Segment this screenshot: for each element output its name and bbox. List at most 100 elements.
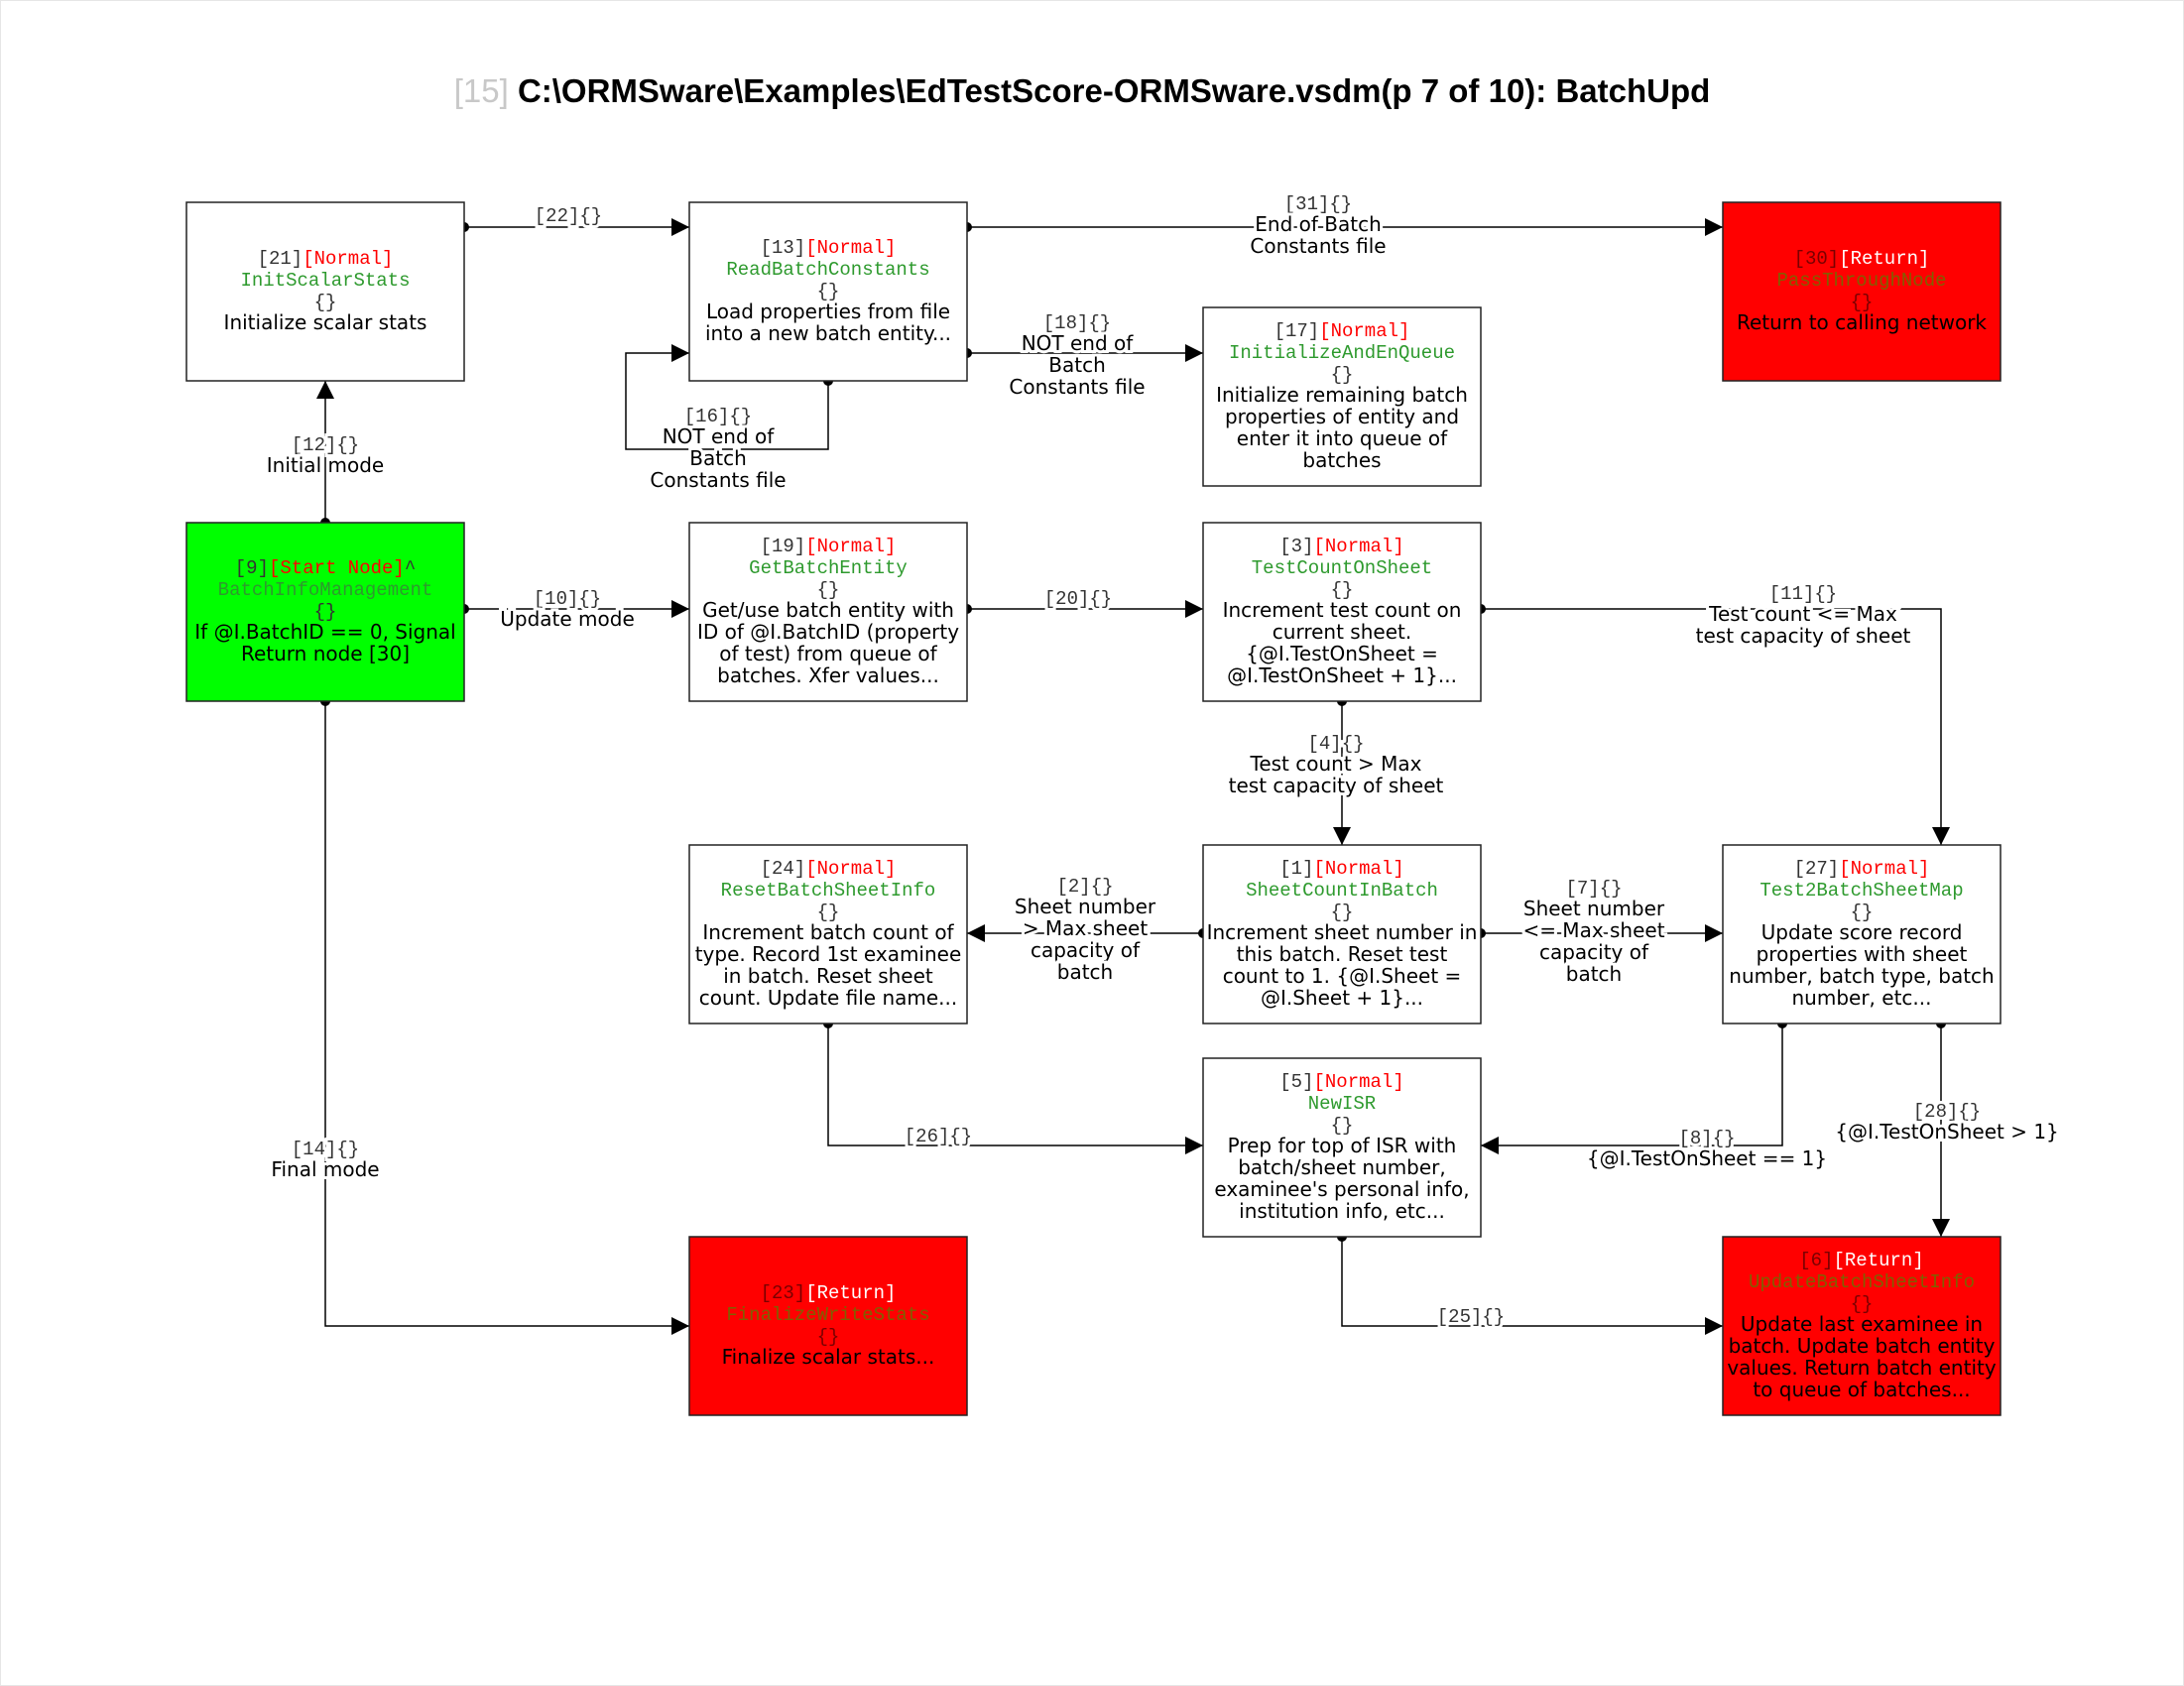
edge-line[interactable]	[1481, 608, 1950, 845]
node-box[interactable]	[688, 201, 968, 382]
edge-14[interactable]	[320, 696, 689, 1335]
node-name: InitializeAndEnQueue	[1229, 342, 1455, 364]
node-header: [13][Normal]	[761, 237, 897, 259]
node-header: [21][Normal]	[258, 248, 394, 270]
node-box[interactable]	[1202, 522, 1482, 702]
node-header: [19][Normal]	[761, 536, 897, 557]
edge-condition-text: Constants file	[1250, 234, 1386, 258]
edge-condition-text: NOT end of	[663, 424, 776, 448]
edge-label-31: [31]{}End of BatchConstants file	[1247, 190, 1389, 261]
edge-id-text: [18]{}	[1043, 312, 1111, 334]
node-type: [Return]	[1834, 1250, 1924, 1271]
edge-line[interactable]	[625, 344, 829, 450]
node-box[interactable]	[185, 201, 465, 382]
node-box[interactable]	[1722, 1236, 2002, 1416]
node-id: [27]	[1794, 858, 1840, 880]
edge-8[interactable]	[1481, 1019, 1787, 1154]
node-30[interactable]: [30][Return]PassThroughNode{}Return to c…	[1722, 201, 2002, 382]
node-6[interactable]: [6][Return]UpdateBatchSheetInfo{}Update …	[1722, 1236, 2002, 1416]
edge-label-22: [22]{}	[532, 202, 605, 230]
node-box[interactable]	[688, 844, 968, 1024]
node-9[interactable]: [9][Start Node]^BatchInfoManagement{}If …	[185, 522, 465, 702]
edge-braces: {}	[1600, 878, 1623, 900]
edge-id: [14]	[292, 1139, 337, 1160]
node-type: [Start Node]	[269, 557, 405, 579]
node-description: properties of entity and	[1225, 405, 1459, 428]
node-header: [24][Normal]	[761, 858, 897, 880]
edge-braces: {}	[1342, 733, 1365, 755]
node-braces: {}	[1331, 364, 1354, 386]
node-21[interactable]: [21][Normal]InitScalarStats{}Initialize …	[185, 201, 465, 382]
node-24[interactable]: [24][Normal]ResetBatchSheetInfo{}Increme…	[688, 844, 968, 1024]
node-27[interactable]: [27][Normal]Test2BatchSheetMap{}Update s…	[1722, 844, 2002, 1024]
edge-line[interactable]	[324, 701, 689, 1335]
node-box[interactable]	[1202, 1057, 1482, 1238]
edge-id-text: [4]{}	[1307, 733, 1364, 755]
node-box[interactable]	[688, 522, 968, 702]
node-description: Increment batch count of	[702, 920, 954, 944]
node-1[interactable]: [1][Normal]SheetCountInBatch{}Increment …	[1202, 844, 1482, 1024]
node-description: institution info, etc...	[1239, 1199, 1445, 1223]
edge-line[interactable]	[827, 1024, 1203, 1154]
node-description: count to 1. {@I.Sheet =	[1223, 964, 1462, 988]
edge-id-text: [16]{}	[684, 406, 752, 427]
edge-condition-text: Test count <= Max	[1708, 602, 1897, 626]
node-23[interactable]: [23][Return]FinalizeWriteStats{}Finalize…	[688, 1236, 968, 1416]
node-box[interactable]	[1722, 844, 2002, 1024]
node-id: [21]	[258, 248, 303, 270]
node-braces: {}	[1331, 579, 1354, 601]
edge-25[interactable]	[1337, 1232, 1723, 1335]
edge-braces: {}	[579, 205, 602, 227]
node-17[interactable]: [17][Normal]InitializeAndEnQueue{}Initia…	[1202, 306, 1482, 487]
node-name: BatchInfoManagement	[218, 579, 433, 601]
node-description: batches	[1302, 448, 1381, 472]
edge-id: [22]	[535, 205, 580, 227]
edge-condition-text: batch	[1566, 962, 1622, 986]
node-id: [19]	[761, 536, 806, 557]
node-type: [Normal]	[805, 858, 896, 880]
edge-id-text: [28]{}	[1913, 1101, 1981, 1123]
node-type: [Normal]	[805, 536, 896, 557]
edge-condition-text: Batch	[689, 446, 747, 470]
node-description: Increment sheet number in	[1207, 920, 1478, 944]
node-id: [9]	[235, 557, 269, 579]
node-description: Return to calling network	[1737, 310, 1987, 334]
node-box[interactable]	[688, 1236, 968, 1416]
node-name: GetBatchEntity	[749, 557, 908, 579]
edge-label-14: [14]{}Final mode	[268, 1136, 382, 1184]
edge-condition-text: Constants file	[1009, 375, 1145, 399]
node-description: current sheet.	[1273, 620, 1411, 644]
edge-id: [18]	[1043, 312, 1089, 334]
edge-26[interactable]	[823, 1019, 1203, 1154]
node-braces: {}	[817, 579, 840, 601]
edge-id-text: [14]{}	[292, 1139, 359, 1160]
node-id: [13]	[761, 237, 806, 259]
edge-line[interactable]	[1341, 1237, 1723, 1335]
edge-line[interactable]	[1481, 1024, 1783, 1154]
node-description: this batch. Reset test	[1237, 942, 1448, 966]
node-3[interactable]: [3][Normal]TestCountOnSheet{}Increment t…	[1202, 522, 1482, 702]
node-19[interactable]: [19][Normal]GetBatchEntity{}Get/use batc…	[688, 522, 968, 702]
node-box[interactable]	[1722, 201, 2002, 382]
node-description: Update score record	[1761, 920, 1963, 944]
node-header: [6][Return]	[1799, 1250, 1923, 1271]
edge-id: [26]	[905, 1126, 950, 1147]
edge-id-text: [7]{}	[1565, 878, 1622, 900]
node-description: Return node [30]	[241, 642, 410, 665]
node-box[interactable]	[1202, 306, 1482, 487]
node-type: [Normal]	[1314, 858, 1404, 880]
edge-condition-text: Update mode	[500, 607, 635, 631]
node-description: into a new batch entity...	[705, 321, 951, 345]
node-13[interactable]: [13][Normal]ReadBatchConstants{}Load pro…	[688, 201, 968, 382]
node-5[interactable]: [5][Normal]NewISR{}Prep for top of ISR w…	[1202, 1057, 1482, 1238]
node-braces: {}	[314, 292, 337, 313]
node-box[interactable]	[185, 522, 465, 702]
edge-id: [11]	[1769, 583, 1815, 605]
edge-id-text: [25]{}	[1437, 1306, 1505, 1328]
node-box[interactable]	[1202, 844, 1482, 1024]
